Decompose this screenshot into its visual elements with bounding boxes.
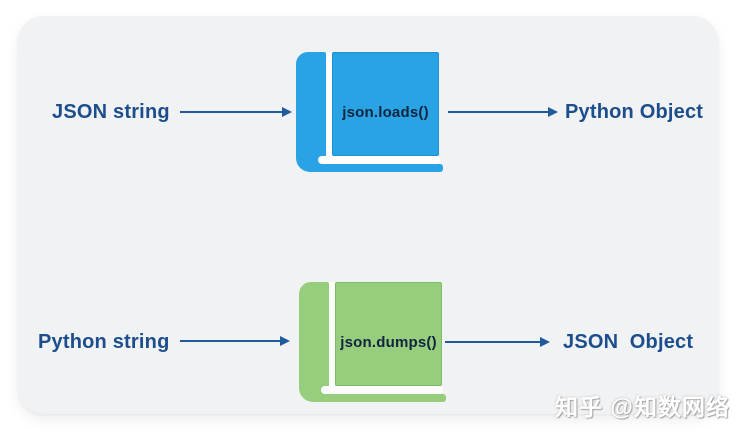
book-bottom-edge (316, 164, 443, 172)
row2-arrow-to-function (180, 336, 290, 346)
book-pages-horizontal (321, 386, 443, 394)
book-spine (296, 52, 326, 172)
book-icon-dumps: json.dumps() (299, 282, 446, 402)
row2-result-label: JSON Object (563, 331, 694, 353)
row1-result-label: Python Object (565, 101, 704, 123)
book-spine (299, 282, 329, 402)
row1-arrow-to-function (180, 107, 292, 117)
book-pages-horizontal (318, 156, 440, 164)
book-cover (335, 282, 442, 386)
row2-source-label: Python string (38, 331, 170, 353)
book-pages-vertical (329, 282, 335, 394)
book-cover (332, 52, 439, 156)
row1-source-label: JSON string (52, 101, 170, 123)
book-icon-loads: json.loads() (296, 52, 443, 172)
row2-arrow-to-result (445, 337, 550, 347)
book-pages-vertical (326, 52, 332, 164)
watermark-zhihu: 知乎 @知数网络 (555, 394, 730, 420)
row1-function-label: json.loads() (342, 103, 429, 121)
row2-function-label: json.dumps() (340, 333, 437, 351)
row1-arrow-to-result (448, 107, 558, 117)
book-bottom-edge (319, 394, 446, 402)
